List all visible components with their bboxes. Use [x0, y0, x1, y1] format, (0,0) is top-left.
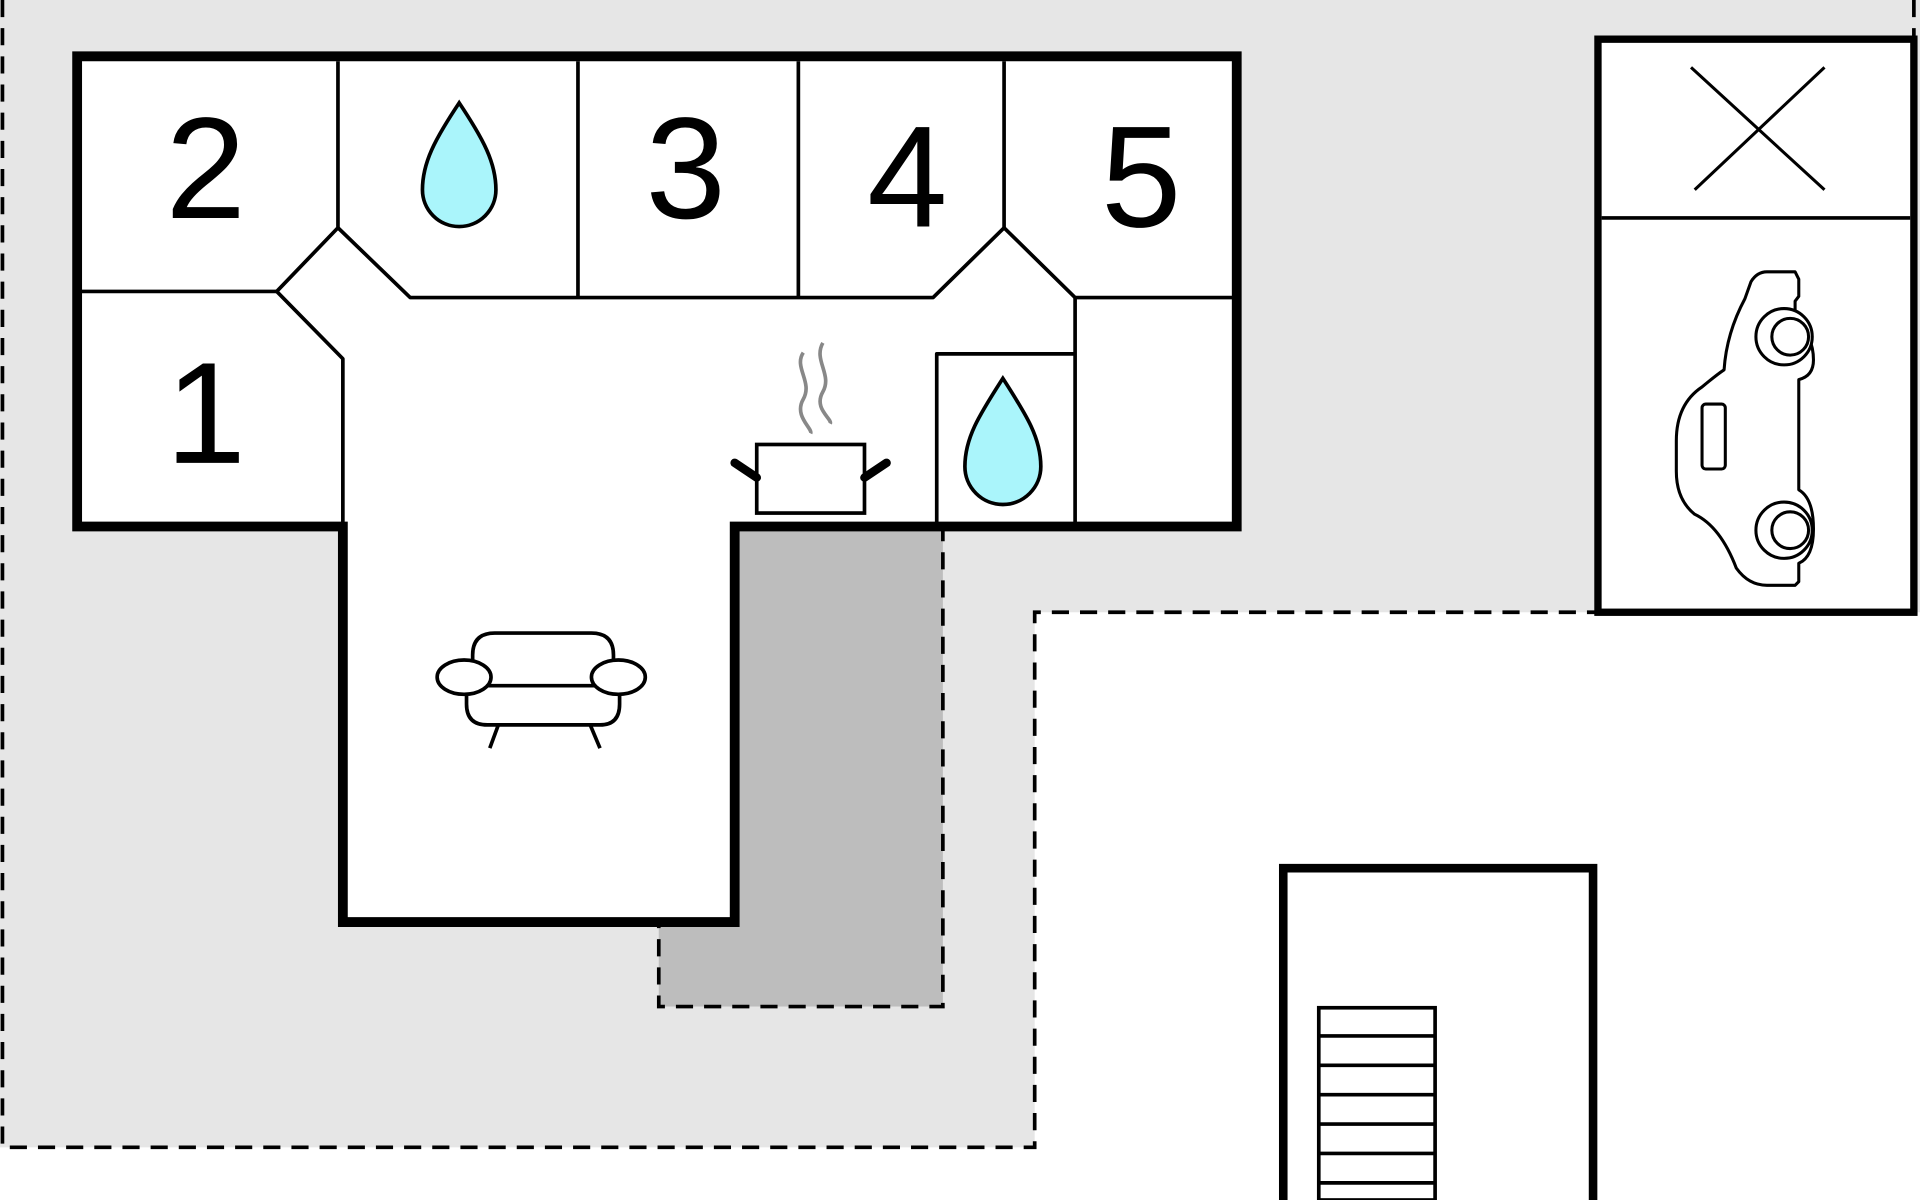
room-number-1: 1	[166, 332, 246, 494]
cross-icon	[1689, 66, 1826, 191]
room-number-3: 3	[646, 87, 726, 249]
sofa-icon	[435, 631, 648, 749]
room-number-5: 5	[1101, 96, 1181, 258]
room-number-4: 4	[867, 96, 947, 258]
outbuilding	[1278, 863, 1598, 1200]
room-number-2: 2	[166, 87, 246, 249]
plot-boundary	[0, 0, 1598, 1150]
cooking-pot-icon	[730, 341, 891, 515]
interior-walls	[80, 61, 1235, 527]
stairs-icon	[1316, 1005, 1437, 1200]
terrace-outline	[656, 524, 945, 1009]
house-floor	[77, 56, 1237, 923]
car-icon	[1674, 270, 1816, 587]
water-drop-icon	[963, 374, 1043, 507]
water-drop-icon	[420, 99, 498, 229]
exterior-wall	[72, 51, 1242, 927]
